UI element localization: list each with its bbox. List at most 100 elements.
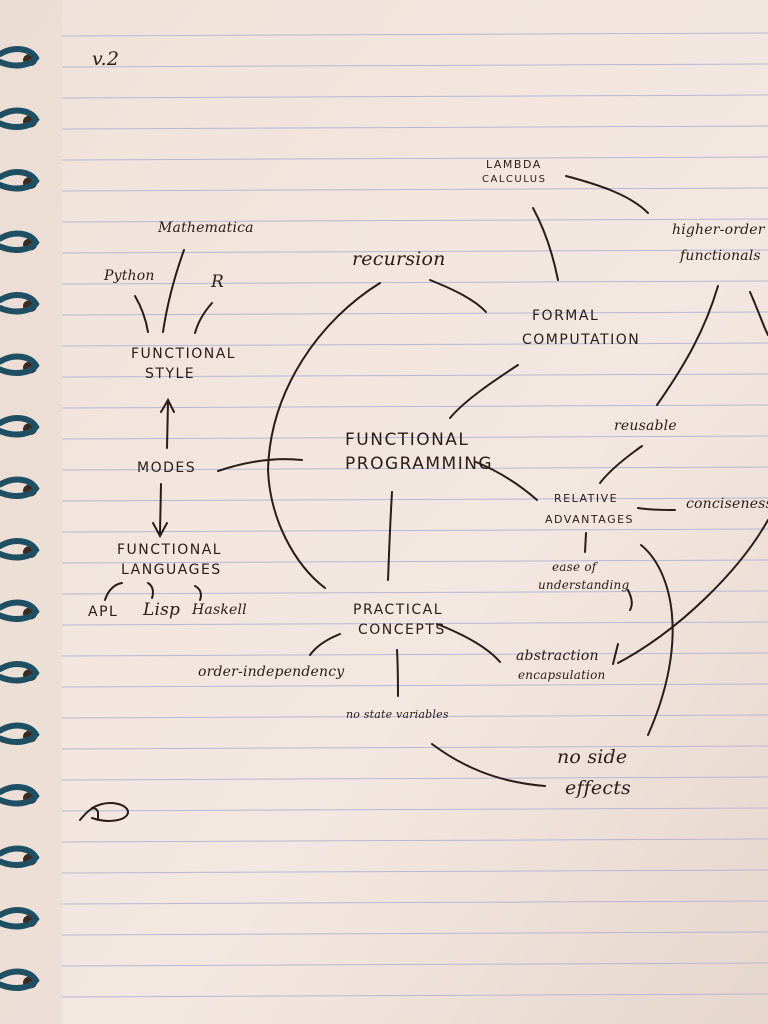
connector-recursion-practical	[266, 282, 381, 589]
ruled-line	[61, 280, 768, 285]
ruled-line	[61, 404, 768, 409]
node-higher-order-line1: higher-order	[672, 222, 765, 238]
connector-practical-nostate	[396, 649, 399, 697]
ruled-line	[61, 187, 768, 192]
connector-advantages-abstraction	[617, 519, 768, 664]
node-functional-languages-line2: LANGUAGES	[121, 562, 222, 578]
spiral-coil	[0, 476, 40, 499]
signature-stroke	[79, 802, 130, 822]
spiral-coil	[0, 353, 40, 376]
connector-modes-languages	[159, 483, 162, 534]
node-practical-line1: PRACTICAL	[353, 602, 444, 618]
connector-higher-order-abstraction	[749, 291, 768, 336]
connector-r-style	[194, 302, 213, 334]
ruled-line	[61, 993, 768, 998]
ruled-line	[61, 714, 768, 719]
ruled-line	[61, 621, 768, 626]
ruled-line	[61, 218, 768, 223]
node-abstraction-line2: encapsulation	[518, 668, 606, 682]
ruled-line	[61, 590, 768, 595]
ruled-line	[61, 931, 768, 936]
connector-formal-functional	[449, 364, 519, 419]
ruled-line	[61, 745, 768, 750]
arrowhead-down	[152, 522, 168, 539]
node-functional-style-line2: STYLE	[145, 366, 196, 382]
ruled-line	[61, 32, 768, 37]
node-modes: MODES	[137, 460, 197, 476]
connector-languages-lisp	[147, 582, 154, 599]
spiral-coil	[0, 538, 40, 561]
spiral-coil	[0, 661, 40, 684]
ruled-line	[61, 311, 768, 316]
node-no-side-effects-line1: no side	[557, 746, 628, 768]
arrowhead-up	[160, 397, 175, 413]
ruled-line	[61, 776, 768, 781]
spiral-coil	[0, 107, 40, 130]
ruled-line	[61, 125, 768, 130]
node-conciseness: conciseness	[686, 496, 768, 512]
ruled-line	[61, 249, 768, 254]
spiral-coil	[0, 169, 40, 192]
ruled-line	[61, 683, 768, 688]
node-mathematica: Mathematica	[158, 220, 254, 236]
node-apl: APL	[88, 604, 119, 620]
node-no-side-effects-line2: effects	[565, 777, 631, 799]
connector-reusable-advantages	[599, 445, 643, 484]
node-functional-programming-line2: PROGRAMMING	[345, 454, 494, 474]
spiral-coil	[0, 784, 40, 807]
spiral-coil	[0, 292, 40, 315]
node-lambda-line1: LAMBDA	[486, 158, 542, 171]
ruled-line	[61, 838, 768, 843]
node-abstraction-line1: abstraction	[516, 648, 599, 664]
margin-strip	[0, 0, 62, 1024]
connector-advantages-ease	[584, 532, 587, 553]
connector-lambda-formal	[532, 207, 559, 281]
connector-functional-practical	[387, 491, 393, 581]
ruled-line	[61, 559, 768, 564]
ruled-line	[61, 497, 768, 502]
spiral-coil	[0, 415, 40, 438]
node-lisp: Lisp	[143, 600, 181, 620]
connector-mathematica-style	[162, 249, 185, 333]
node-order-independency: order-independency	[198, 664, 345, 680]
spiral-coil	[0, 968, 40, 991]
connector-modes-style	[166, 401, 169, 449]
node-formal-line2: COMPUTATION	[522, 332, 641, 348]
connector-functional-advantages	[475, 461, 538, 501]
ruled-lines	[61, 32, 768, 998]
connector-practical-abstraction	[436, 623, 501, 663]
node-functional-style-line1: FUNCTIONAL	[131, 346, 237, 362]
spiral-coil	[0, 907, 40, 930]
node-relative-advantages-line1: RELATIVE	[554, 492, 619, 505]
node-practical-line2: CONCEPTS	[358, 622, 446, 638]
connector-advantages-conciseness	[637, 507, 676, 511]
node-relative-advantages-line2: ADVANTAGES	[545, 513, 635, 526]
ruled-line	[61, 807, 768, 812]
node-python: Python	[104, 268, 155, 284]
node-r: R	[211, 272, 224, 292]
ruled-line	[61, 466, 768, 471]
node-no-state-variables: no state variables	[346, 708, 449, 721]
connector-abstraction-tick	[612, 643, 619, 665]
spiral-coil	[0, 599, 40, 622]
ruled-line	[61, 528, 768, 533]
ruled-line	[61, 962, 768, 967]
spiral-coil	[0, 722, 40, 745]
node-higher-order-line2: functionals	[680, 248, 761, 264]
spiral-coil	[0, 230, 40, 253]
connector-lambda-higher-order	[565, 175, 649, 214]
ruled-line	[61, 156, 768, 161]
ruled-line	[61, 94, 768, 99]
connector-ease-mark	[627, 589, 633, 611]
spiral-binding	[0, 46, 40, 991]
node-reusable: reusable	[614, 418, 677, 434]
node-haskell: Haskell	[192, 602, 247, 618]
ruled-line	[61, 900, 768, 905]
spiral-coil	[0, 46, 40, 69]
node-functional-languages-line1: FUNCTIONAL	[117, 542, 223, 558]
mind-map-connectors	[79, 175, 768, 822]
ruled-line	[61, 342, 768, 347]
connector-practical-order	[309, 633, 341, 656]
connector-higher-order-reusable	[656, 285, 719, 406]
